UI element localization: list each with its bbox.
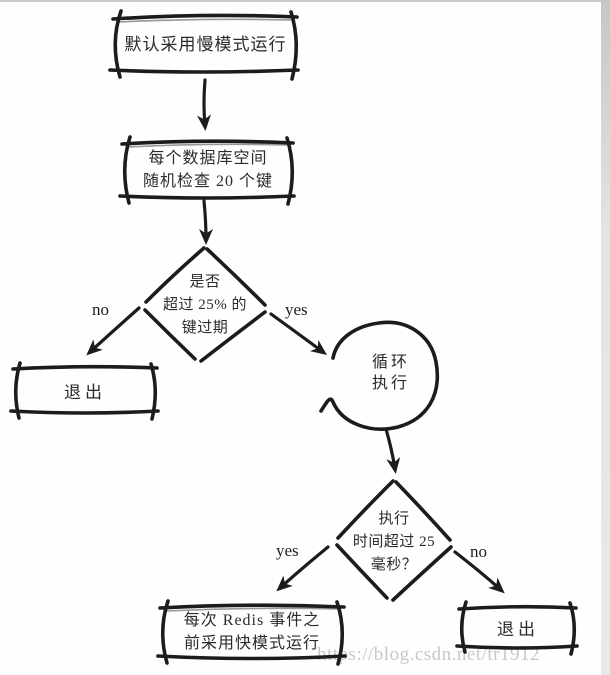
edge-label-yes-2: yes — [276, 541, 299, 560]
edge-label-no-1: no — [92, 300, 109, 319]
edge-label-yes-1: yes — [285, 300, 308, 319]
node-fast-mode-line1: 每次 Redis 事件之 — [183, 612, 321, 629]
node-fast-mode-line2: 前采用快模式运行 — [183, 635, 320, 652]
arrow-check-to-decision1 — [198, 199, 213, 245]
node-exit-left: 退出 — [15, 367, 155, 413]
decision1-outline — [143, 246, 267, 363]
node-fast-mode: 每次 Redis 事件之 前采用快模式运行 — [163, 608, 341, 656]
arrow-yes-to-fast-mode — [276, 545, 330, 592]
edge-label-no-2: no — [470, 542, 487, 561]
node-start-label: 默认采用慢模式运行 — [124, 34, 287, 54]
node-decision2-line3: 毫秒？ — [370, 556, 418, 573]
decision2-outline — [335, 479, 453, 602]
node-decision1-line2: 超过 25% 的 — [163, 296, 247, 313]
arrow-yes-to-loop — [269, 312, 328, 355]
arrow-no-to-exit-left — [86, 306, 141, 356]
node-loop-line2: 执行 — [371, 375, 410, 392]
exit-right-box-outline — [455, 600, 579, 656]
arrow-loop-to-decision2 — [384, 427, 401, 474]
node-decision2-line1: 执行 — [378, 510, 410, 527]
node-exit-right-label: 退出 — [497, 620, 539, 639]
node-exit-right: 退出 — [462, 607, 574, 648]
arrow-no-to-exit-right — [453, 550, 505, 594]
node-check-line2: 随机检查 20 个键 — [142, 172, 273, 190]
node-check: 每个数据库空间 随机检查 20 个键 — [126, 142, 290, 197]
node-loop: 循环 执行 — [351, 351, 431, 395]
node-loop-line1: 循环 — [371, 354, 410, 371]
watermark-url: https://blog.csdn.net/tr1912 — [317, 644, 540, 665]
screenshot-right-edge — [601, 0, 610, 675]
node-decision2-line2: 时间超过 25 — [352, 533, 436, 550]
fast-mode-box-outline — [156, 599, 347, 666]
node-check-line1: 每个数据库空间 — [148, 149, 268, 167]
node-exit-left-label: 退出 — [64, 382, 106, 402]
node-decision1: 是否 超过 25% 的 键过期 — [135, 269, 275, 341]
loop-circle-outline — [319, 320, 439, 431]
arrow-start-to-check — [197, 78, 211, 131]
node-start: 默认采用慢模式运行 — [116, 16, 295, 72]
start-box-outline — [108, 9, 300, 81]
check-box-outline — [118, 135, 296, 206]
exit-left-box-outline — [9, 361, 160, 421]
node-decision1-line1: 是否 — [189, 273, 221, 290]
node-decision2: 执行 时间超过 25 毫秒？ — [324, 507, 464, 577]
screenshot-top-edge — [0, 0, 610, 2]
node-decision1-line3: 键过期 — [181, 319, 229, 336]
